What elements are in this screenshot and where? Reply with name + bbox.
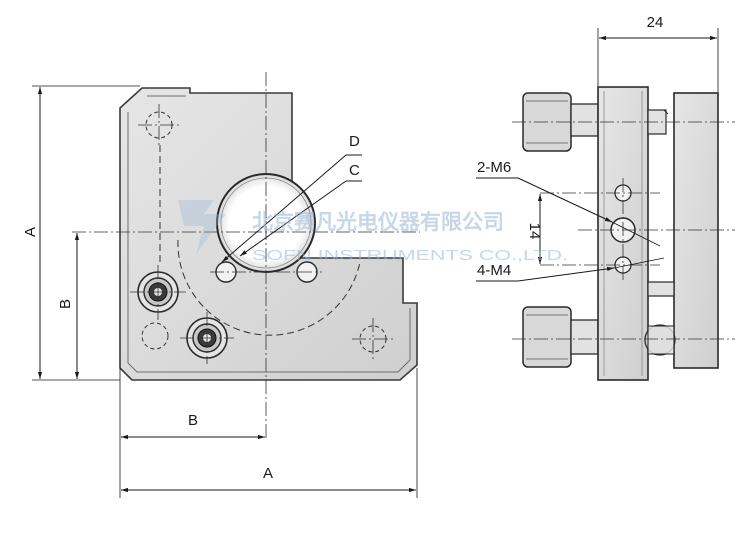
leader-d (221, 154, 347, 263)
label-2-m6: 2-M6 (477, 159, 511, 176)
leader-2-m6-extend (611, 221, 661, 247)
hidden-arc (177, 239, 361, 336)
back-plate (673, 92, 719, 369)
label-14: 14 (526, 223, 543, 240)
label-a-vertical: A (22, 227, 39, 237)
watermark-company-cn: 北京赛凡光电仪器有限公司 (252, 210, 504, 234)
leader-4-m4 (517, 266, 615, 282)
leader-2-m6 (517, 177, 613, 223)
label-4-m4: 4-M4 (477, 262, 511, 279)
leader-c (239, 180, 347, 257)
label-b-horizontal: B (188, 412, 198, 429)
label-b-vertical: B (57, 299, 74, 309)
company-watermark: 北京赛凡光电仪器有限公司 SOFN INSTRUMENTS CO.,LTD. (178, 200, 568, 264)
leader-4-m4-extend (613, 257, 665, 269)
pin-lower (647, 281, 675, 297)
label-a-horizontal: A (263, 465, 273, 482)
mounting-hole-bottom-left (141, 322, 169, 350)
side-view: 24 14 2-M6 4-M4 (476, 14, 735, 381)
watermark-logo-icon (178, 200, 226, 254)
knob-lower (522, 306, 599, 368)
front-view: D C A B B A (22, 72, 420, 498)
watermark-company-en: SOFN INSTRUMENTS CO.,LTD. (252, 247, 568, 264)
label-d: D (349, 133, 360, 150)
side-center-lines (512, 121, 735, 340)
label-24: 24 (647, 14, 664, 31)
label-c: C (349, 162, 360, 179)
center-lines (72, 72, 420, 440)
mount-body-bevel (127, 95, 411, 373)
